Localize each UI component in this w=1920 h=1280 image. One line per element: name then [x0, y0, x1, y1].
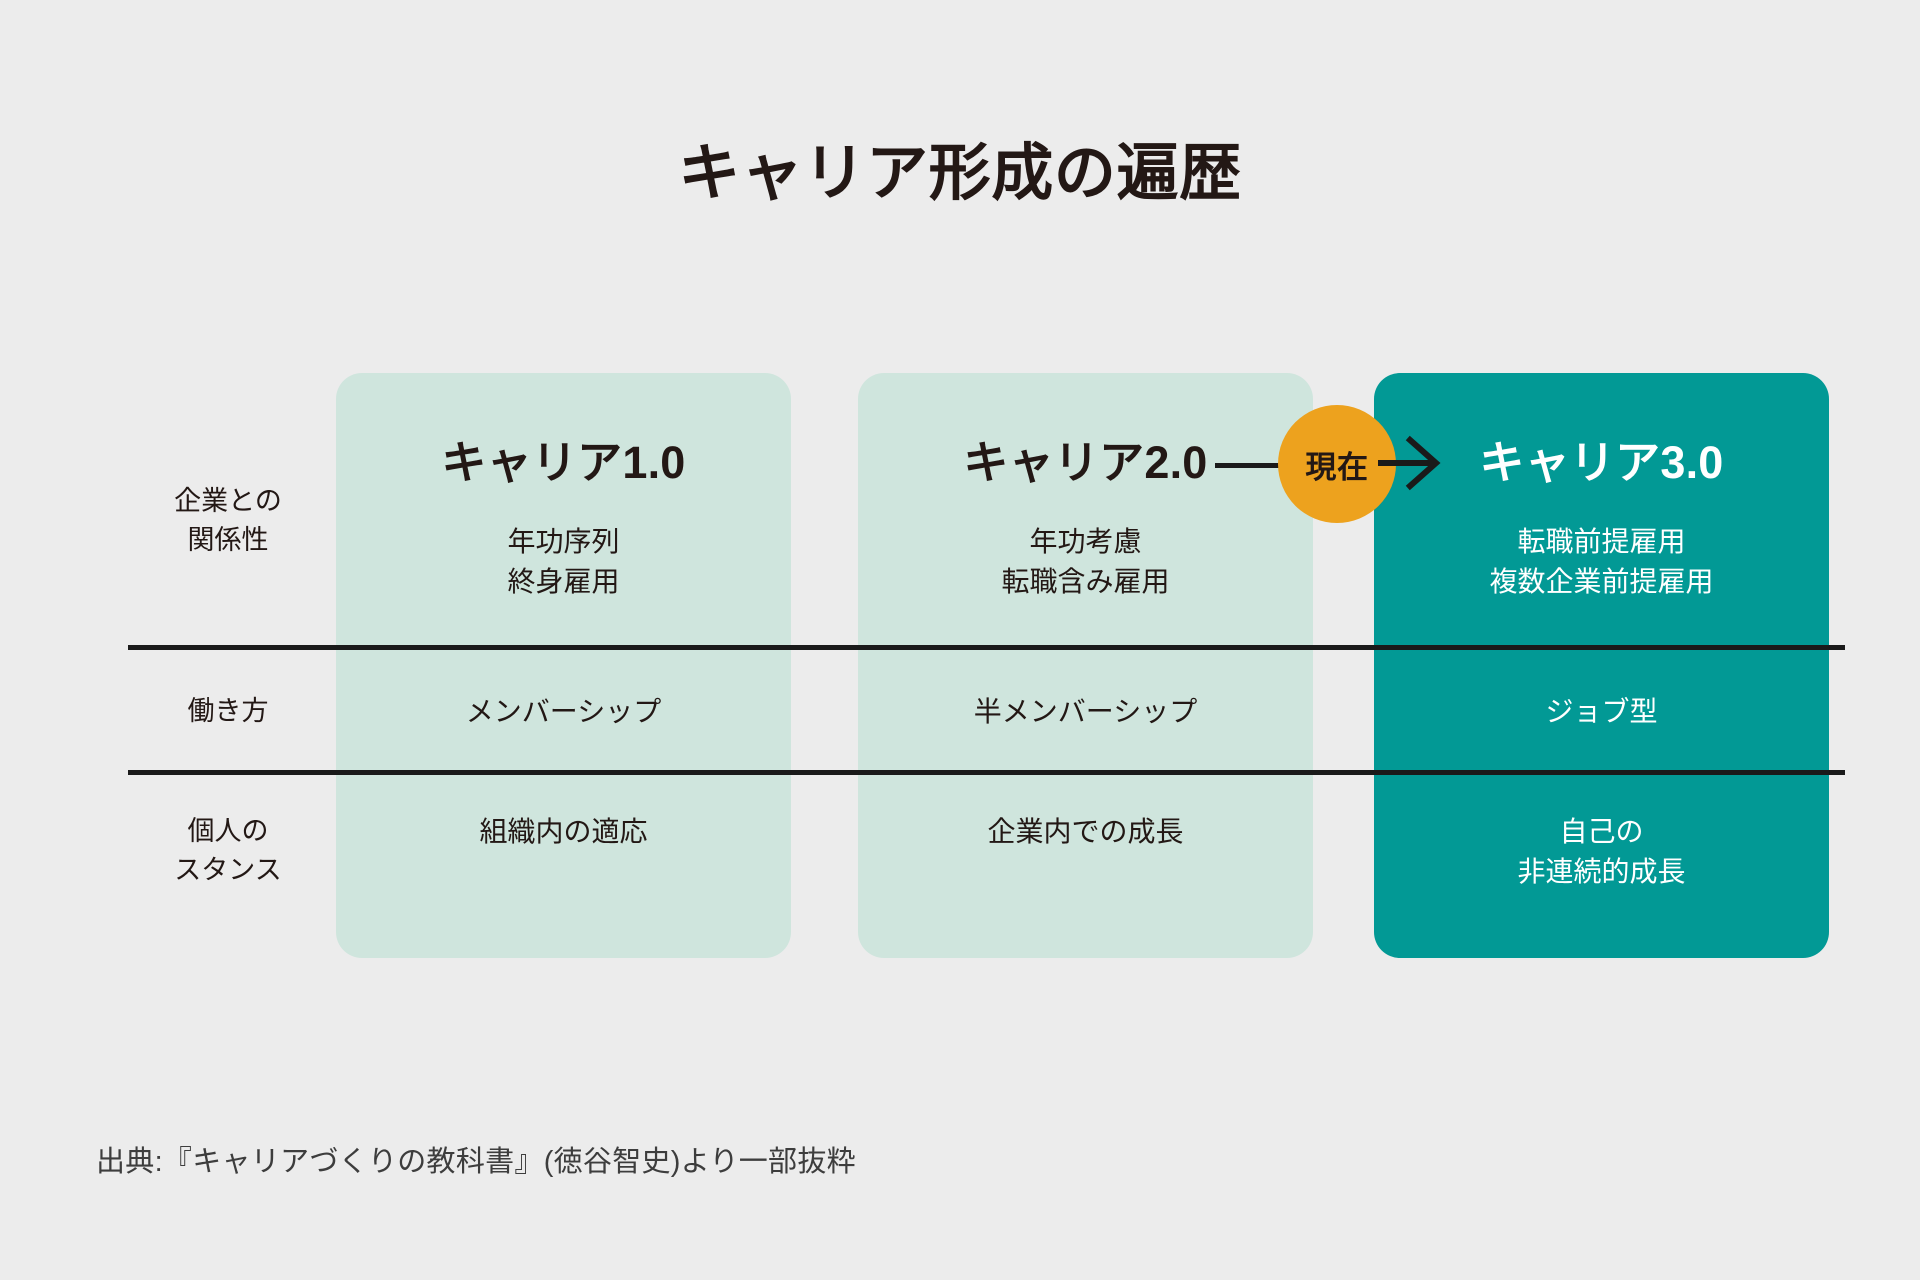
- row-label-work-style: 働き方: [128, 692, 328, 731]
- cell-c2-r3: 企業内での成長: [858, 812, 1313, 852]
- cell-line1: ジョブ型: [1545, 696, 1658, 727]
- horizontal-line-icon: [1215, 463, 1293, 468]
- row-label-line1: 働き方: [187, 696, 269, 726]
- cell-c1-r3: 組織内の適応: [336, 812, 791, 852]
- cell-line2: 複数企業前提雇用: [1489, 565, 1714, 597]
- career-heading-2: キャリア2.0: [963, 437, 1208, 488]
- row-label-line2: スタンス: [174, 855, 282, 886]
- cell-line1: 半メンバーシップ: [973, 696, 1198, 727]
- career-card-2: [858, 373, 1313, 958]
- cell-c2-r2: 半メンバーシップ: [858, 692, 1313, 732]
- cell-line1: 年功考慮: [1029, 526, 1142, 557]
- cell-line1: 転職前提雇用: [1517, 526, 1686, 557]
- cell-line2: 転職含み雇用: [1001, 565, 1170, 597]
- row-label-line1: 企業との: [174, 486, 282, 516]
- cell-c3-r3: 自己の 非連続的成長: [1374, 812, 1829, 892]
- cell-line1: 自己の: [1559, 816, 1644, 847]
- cell-line1: 企業内での成長: [987, 816, 1184, 847]
- row-label-personal-stance: 個人の スタンス: [128, 812, 328, 890]
- cell-line2: 非連続的成長: [1517, 855, 1686, 887]
- career-heading-1: キャリア1.0: [441, 437, 686, 488]
- cell-c1-r1: 年功序列 終身雇用: [336, 522, 791, 602]
- page-title: キャリア形成の遍歴: [678, 139, 1242, 208]
- cell-c3-r1: 転職前提雇用 複数企業前提雇用: [1374, 522, 1829, 602]
- cell-c2-r1: 年功考慮 転職含み雇用: [858, 522, 1313, 602]
- row-label-line2: 関係性: [187, 525, 269, 556]
- row-divider-2: [128, 770, 1845, 775]
- cell-c1-r2: メンバーシップ: [336, 692, 791, 732]
- cell-line1: 組織内の適応: [479, 816, 648, 847]
- row-label-company-relation: 企業との 関係性: [128, 482, 328, 560]
- row-divider-1: [128, 645, 1845, 650]
- cell-line1: メンバーシップ: [465, 696, 662, 727]
- career-heading-3: キャリア3.0: [1479, 437, 1724, 488]
- career-card-1: [336, 373, 791, 958]
- now-badge: 現在: [1278, 405, 1396, 523]
- cell-line2: 終身雇用: [507, 565, 620, 597]
- source-note: 出典:『キャリアづくりの教科書』(徳谷智史)より一部抜粋: [96, 1146, 856, 1178]
- now-badge-label: 現在: [1305, 449, 1369, 485]
- career-card-3: [1374, 373, 1829, 958]
- cell-line1: 年功序列: [507, 526, 620, 557]
- cell-c3-r2: ジョブ型: [1374, 692, 1829, 732]
- row-label-line1: 個人の: [187, 816, 269, 846]
- arrow-right-icon: [1378, 435, 1441, 491]
